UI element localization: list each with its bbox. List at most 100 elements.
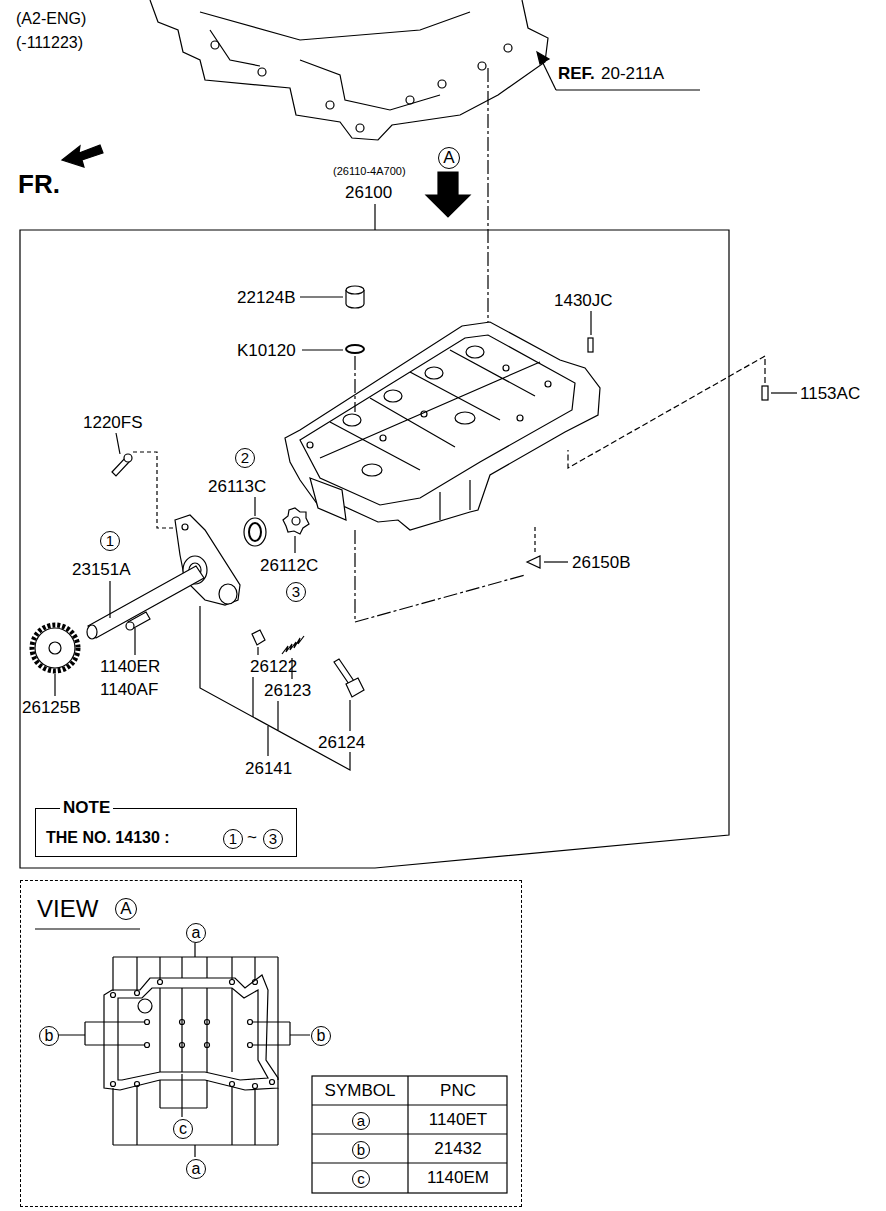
relief-plug [349,700,350,731]
symbol-letter: A [120,900,131,919]
symbol-letter: b [45,1027,54,1045]
symbol-letter: c [179,1120,187,1138]
part-number: 1140AF [100,680,158,700]
sprocket [32,625,78,671]
reference-arrow [556,89,700,90]
symbol-letter: b [317,1027,326,1045]
relief-plunger [257,647,258,655]
symbol-letter: a [357,1113,365,1130]
engine-block [406,96,414,104]
leader-line [160,1074,207,1117]
o-ring [302,349,343,350]
symbol-letter: 1 [229,831,237,848]
pump-gear [283,508,309,534]
bolt-part [126,612,150,655]
pump-gear [283,508,309,553]
center-line [487,68,488,326]
dowel-part [534,527,535,553]
symbol-circle: b [311,1026,331,1046]
view-a-frame [253,980,258,985]
symbol-letter: A [443,149,454,168]
engine-block [356,124,364,132]
ladder-frame [380,435,386,441]
ladder-frame [517,415,523,421]
ladder-frame [310,478,346,520]
table-header: SYMBOL [325,1081,396,1101]
part-number: 26150B [572,553,631,573]
ladder-frame [307,442,313,448]
view-marker: A [438,147,460,169]
ladder-frame [545,381,551,387]
view-a-frame [135,991,140,996]
ladder-frame [285,322,600,530]
symbol-letter: a [192,924,201,942]
pnc-table [312,1076,507,1193]
part-number: 26122 [250,657,297,677]
symbol-letter: 3 [292,584,300,601]
bolt-part [568,356,797,468]
part-number: 26100 [345,183,392,203]
part-number: 1220FS [83,413,143,433]
note-heading: NOTE [60,799,113,818]
ladder-frame [320,350,540,470]
symbol-circle: a [186,1159,206,1179]
date-code: (-111223) [16,34,83,52]
pin-part [590,311,591,335]
view-a-frame [248,1020,253,1025]
oil-seal [254,497,255,516]
ladder-frame [425,367,443,379]
pump-gear [292,517,300,525]
sprocket [32,625,78,696]
symbol-circle: c [173,1119,193,1139]
view-a-frame [111,993,116,998]
part-number: 1153AC [800,384,860,404]
ladder-frame [421,411,427,417]
sprocket [49,642,61,654]
table-header: PNC [440,1081,476,1101]
ladder-frame [503,365,509,371]
bolt-part [568,356,765,468]
view-a-frame [145,1043,150,1048]
engine-block [438,80,446,88]
oil-seal [249,523,261,541]
part-number: 22124B [237,288,296,308]
dowel-part [544,561,568,562]
callout-number: 1 [223,829,243,849]
ladder-frame [343,414,361,426]
pump-shaft [109,581,110,618]
part-number: 26141 [245,759,292,779]
reference-arrow [537,52,700,90]
view-a-frame [158,980,163,985]
o-ring [354,356,355,412]
front-label: FR. [18,170,60,200]
bracket-line [267,726,268,756]
dowel-part [355,527,568,622]
engine-code: (A2-ENG) [16,10,86,28]
part-number: K10120 [237,341,296,361]
cap-part [300,286,364,308]
part-number: 1430JC [554,291,613,311]
view-arrow [426,172,470,217]
engine-block [504,44,512,52]
view-a-frame [104,975,278,1090]
view-a-frame [230,980,235,985]
engine-block [258,68,266,76]
symbol-letter: b [357,1142,365,1159]
part-number: 26124 [318,733,365,753]
ladder-frame [362,464,382,476]
pin-part [588,338,593,352]
dowel-part [355,530,525,622]
view-a-frame [180,1043,185,1048]
bolt-part [124,454,132,462]
ladder-frame [384,390,402,402]
center-line [487,68,488,326]
pnc-table [312,1076,507,1193]
relief-plunger [252,630,265,655]
table-cell: 1140EM [427,1168,489,1188]
view-a-frame [248,1043,253,1048]
pump-gear [294,536,295,553]
callout-number: 3 [263,829,283,849]
view-marker: A [115,898,137,920]
sprocket [35,628,75,668]
dowel-part [527,556,540,568]
